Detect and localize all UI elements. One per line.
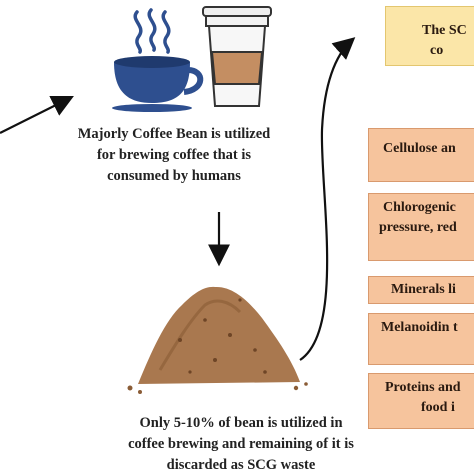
brewing-caption-line: for brewing coffee that is [96,147,252,163]
scg-title-line: The SC [422,23,467,38]
component-box-proteins: Proteins and food i [368,373,474,429]
brewing-caption-line: consumed by humans [107,168,241,184]
component-box-melanoidin: Melanoidin t [368,313,474,365]
scg-title-line: co [430,43,444,58]
steam-icon [133,8,171,54]
component-box-line: Minerals li [391,282,456,297]
waste-caption-line: discarded as SCG waste [166,457,316,473]
component-box-line: Melanoidin t [381,320,458,335]
arrow-curve-to-scg [299,37,356,361]
scg-title-box: The SC co [385,6,474,66]
component-box-minerals: Minerals li [368,276,474,304]
coffee-grounds-pile-icon [127,286,308,394]
component-box-cellulose: Cellulose an [368,128,474,182]
brewing-caption-line: Majorly Coffee Bean is utilized [77,126,271,142]
component-box-chlorogenic: Chlorogenic pressure, red [368,193,474,261]
arrow-to-cup [0,96,74,134]
component-box-line: food i [421,400,455,415]
component-box-line: Proteins and [385,380,461,395]
brewing-caption: Majorly Coffee Bean is utilized for brew… [60,124,288,187]
coffee-cup-icon [112,56,204,112]
component-box-line: Chlorogenic [383,200,456,215]
takeaway-cup-icon [202,6,272,107]
waste-caption: Only 5-10% of bean is utilized in coffee… [96,413,386,476]
component-box-line: Cellulose an [383,141,456,156]
component-box-line: pressure, red [379,220,457,235]
waste-caption-line: coffee brewing and remaining of it is [128,436,354,452]
waste-caption-line: Only 5-10% of bean is utilized in [139,415,343,431]
